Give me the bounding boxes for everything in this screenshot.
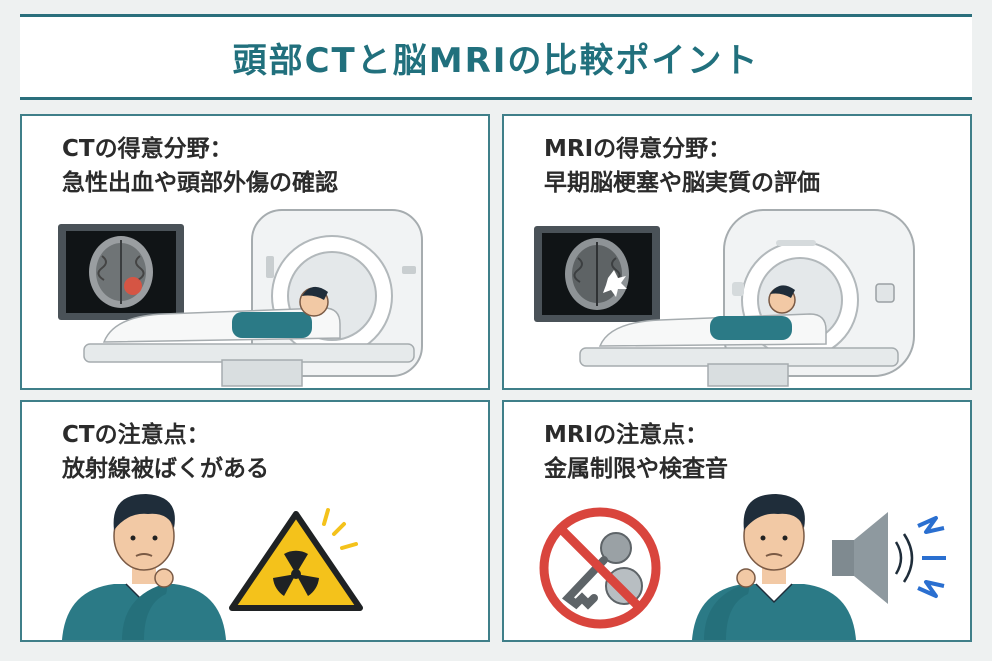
- panel-ct-strength-heading: CTの得意分野：: [62, 136, 233, 162]
- panel-ct-caution-title: CTの注意点： 放射線被ばくがある: [62, 418, 269, 486]
- panel-ct-strength: CTの得意分野： 急性出血や頭部外傷の確認: [20, 114, 490, 390]
- radiation-warning-icon: [229, 508, 363, 611]
- panel-mri-strength: MRIの得意分野： 早期脳梗塞や脳実質の評価: [502, 114, 972, 390]
- panel-ct-strength-text: 急性出血や頭部外傷の確認: [62, 170, 338, 196]
- loud-speaker-icon: [832, 512, 946, 604]
- mri-scanner-icon: [579, 209, 915, 387]
- panel-mri-caution-text: 金属制限や検査音: [544, 456, 728, 482]
- panel-ct-caution: CTの注意点： 放射線被ばくがある: [20, 400, 490, 642]
- thinking-person-icon: [62, 494, 226, 640]
- ct-scanner-icon: [83, 209, 423, 387]
- panel-ct-caution-heading: CTの注意点：: [62, 422, 210, 448]
- panel-mri-strength-title: MRIの得意分野： 早期脳梗塞や脳実質の評価: [544, 132, 820, 200]
- panel-mri-caution-title: MRIの注意点： 金属制限や検査音: [544, 418, 728, 486]
- panel-ct-strength-title: CTの得意分野： 急性出血や頭部外傷の確認: [62, 132, 338, 200]
- panel-mri-strength-text: 早期脳梗塞や脳実質の評価: [544, 170, 820, 196]
- page-title: 頭部CTと脳MRIの比較ポイント: [232, 40, 760, 81]
- no-metal-keys-icon: [539, 507, 661, 629]
- thinking-person-icon: [692, 494, 856, 640]
- panel-mri-strength-heading: MRIの得意分野：: [544, 136, 732, 162]
- brain-scan-hemorrhage-icon: [58, 224, 184, 320]
- panel-mri-caution-heading: MRIの注意点：: [544, 422, 709, 448]
- header-banner: 頭部CTと脳MRIの比較ポイント: [20, 14, 972, 100]
- panel-ct-caution-text: 放射線被ばくがある: [62, 456, 269, 482]
- panel-mri-caution: MRIの注意点： 金属制限や検査音: [502, 400, 972, 642]
- brain-scan-infarct-icon: [534, 226, 660, 322]
